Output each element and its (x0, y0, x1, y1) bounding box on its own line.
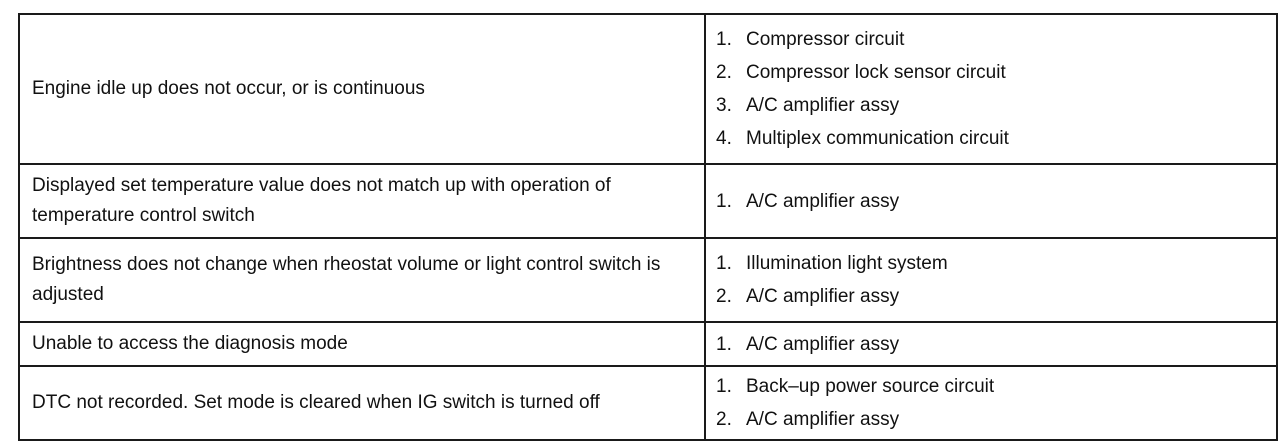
symptom-cell: Engine idle up does not occur, or is con… (18, 13, 706, 165)
item-text: Compressor lock sensor circuit (746, 62, 1006, 83)
item-number: 2. (716, 62, 732, 83)
table-row: Brightness does not change when rheostat… (18, 237, 1278, 323)
item-text: A/C amplifier assy (746, 409, 900, 430)
item-text: Back–up power source circuit (746, 376, 995, 397)
suspect-area-cell: 1. A/C amplifier assy (704, 321, 1278, 367)
item-text: Illumination light system (746, 253, 948, 274)
suspect-area-cell: 1. Compressor circuit 2. Compressor lock s… (704, 13, 1278, 165)
list-item: 4. Multiplex communication circuit (716, 122, 1266, 155)
table-row: Unable to access the diagnosis mode 1. A/… (18, 321, 1278, 367)
symptom-cell: DTC not recorded. Set mode is cleared wh… (18, 365, 706, 441)
list-item: 2. Compressor lock sensor circuit (716, 56, 1266, 89)
suspect-area-list: 1. Compressor circuit 2. Compressor lock s… (716, 23, 1266, 155)
symptom-cell: Brightness does not change when rheostat… (18, 237, 706, 323)
item-text: A/C amplifier assy (746, 333, 900, 355)
item-number: 2. (716, 286, 732, 307)
item-number: 1. (716, 29, 732, 50)
suspect-area-list: 1. Illumination light system 2. A/C amplif… (716, 247, 1266, 313)
table-row: Engine idle up does not occur, or is con… (18, 13, 1278, 165)
list-item: 1. Illumination light system (716, 247, 1266, 280)
suspect-area-list: 1. A/C amplifier assy (716, 185, 1266, 218)
suspect-area-list: 1. A/C amplifier assy (716, 328, 1266, 361)
item-number: 1. (716, 333, 732, 355)
list-item: 1. A/C amplifier assy (716, 328, 1266, 361)
item-text: A/C amplifier assy (746, 190, 900, 212)
list-item: 3. A/C amplifier assy (716, 89, 1266, 122)
item-text: A/C amplifier assy (746, 95, 900, 116)
item-number: 1. (716, 253, 732, 274)
table-row: Displayed set temperature value does not… (18, 163, 1278, 239)
list-item: 1. Compressor circuit (716, 23, 1266, 56)
item-text: Multiplex communication circuit (746, 128, 1009, 149)
list-item: 1. A/C amplifier assy (716, 185, 1266, 218)
symptom-cell: Displayed set temperature value does not… (18, 163, 706, 239)
item-number: 4. (716, 128, 732, 149)
item-text: A/C amplifier assy (746, 286, 900, 307)
troubleshooting-table-container: Engine idle up does not occur, or is con… (18, 13, 1278, 441)
list-item: 1. Back–up power source circuit (716, 370, 1266, 403)
symptom-suspect-table: Engine idle up does not occur, or is con… (18, 13, 1278, 441)
item-number: 1. (716, 190, 732, 212)
suspect-area-cell: 1. Back–up power source circuit 2. A/C amp… (704, 365, 1278, 441)
table-row: DTC not recorded. Set mode is cleared wh… (18, 365, 1278, 441)
item-text: Compressor circuit (746, 29, 905, 50)
list-item: 2. A/C amplifier assy (716, 403, 1266, 436)
suspect-area-cell: 1. Illumination light system 2. A/C amplif… (704, 237, 1278, 323)
suspect-area-cell: 1. A/C amplifier assy (704, 163, 1278, 239)
item-number: 3. (716, 95, 732, 116)
list-item: 2. A/C amplifier assy (716, 280, 1266, 313)
item-number: 2. (716, 409, 732, 430)
suspect-area-list: 1. Back–up power source circuit 2. A/C amp… (716, 370, 1266, 436)
item-number: 1. (716, 376, 732, 397)
symptom-cell: Unable to access the diagnosis mode (18, 321, 706, 367)
